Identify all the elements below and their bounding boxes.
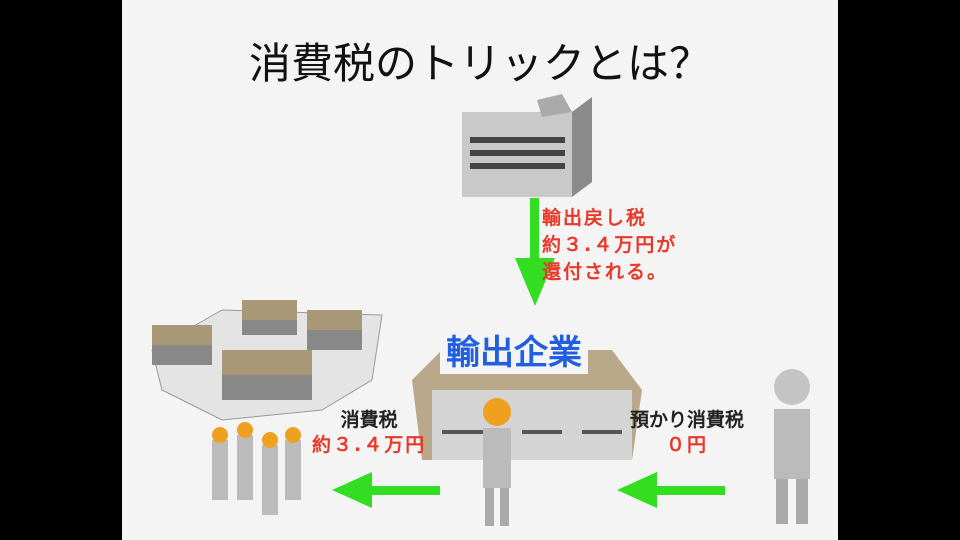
exporter-factory-icon xyxy=(412,350,642,460)
left-arrow-icon-2 xyxy=(617,472,725,508)
slide-title: 消費税のトリックとは？ xyxy=(248,39,711,88)
left-arrow-icon xyxy=(332,472,440,508)
consumption-tax-amount: 約３.４万円 xyxy=(312,434,427,456)
manager-figure-icon xyxy=(483,398,511,526)
consumer-figure-icon xyxy=(774,369,810,524)
government-building-icon xyxy=(462,94,592,197)
slide: 消費税のトリックとは？ 輸出戻し税 約３.４万円が 還付される。 輸出企業 xyxy=(122,0,838,540)
factories-cluster-icon xyxy=(151,300,383,421)
refund-line-1: 輸出戻し税 xyxy=(542,207,648,229)
consumption-tax-label: 消費税 xyxy=(340,409,398,431)
held-tax-label: 預かり消費税 xyxy=(629,409,744,431)
down-arrow-icon xyxy=(515,198,555,306)
refund-line-3: 還付される。 xyxy=(542,261,669,283)
held-tax-amount: ０円 xyxy=(665,434,708,456)
refund-line-2: 約３.４万円が xyxy=(542,234,678,256)
workers-group-icon xyxy=(212,422,301,515)
exporter-label: 輸出企業 xyxy=(440,325,588,374)
